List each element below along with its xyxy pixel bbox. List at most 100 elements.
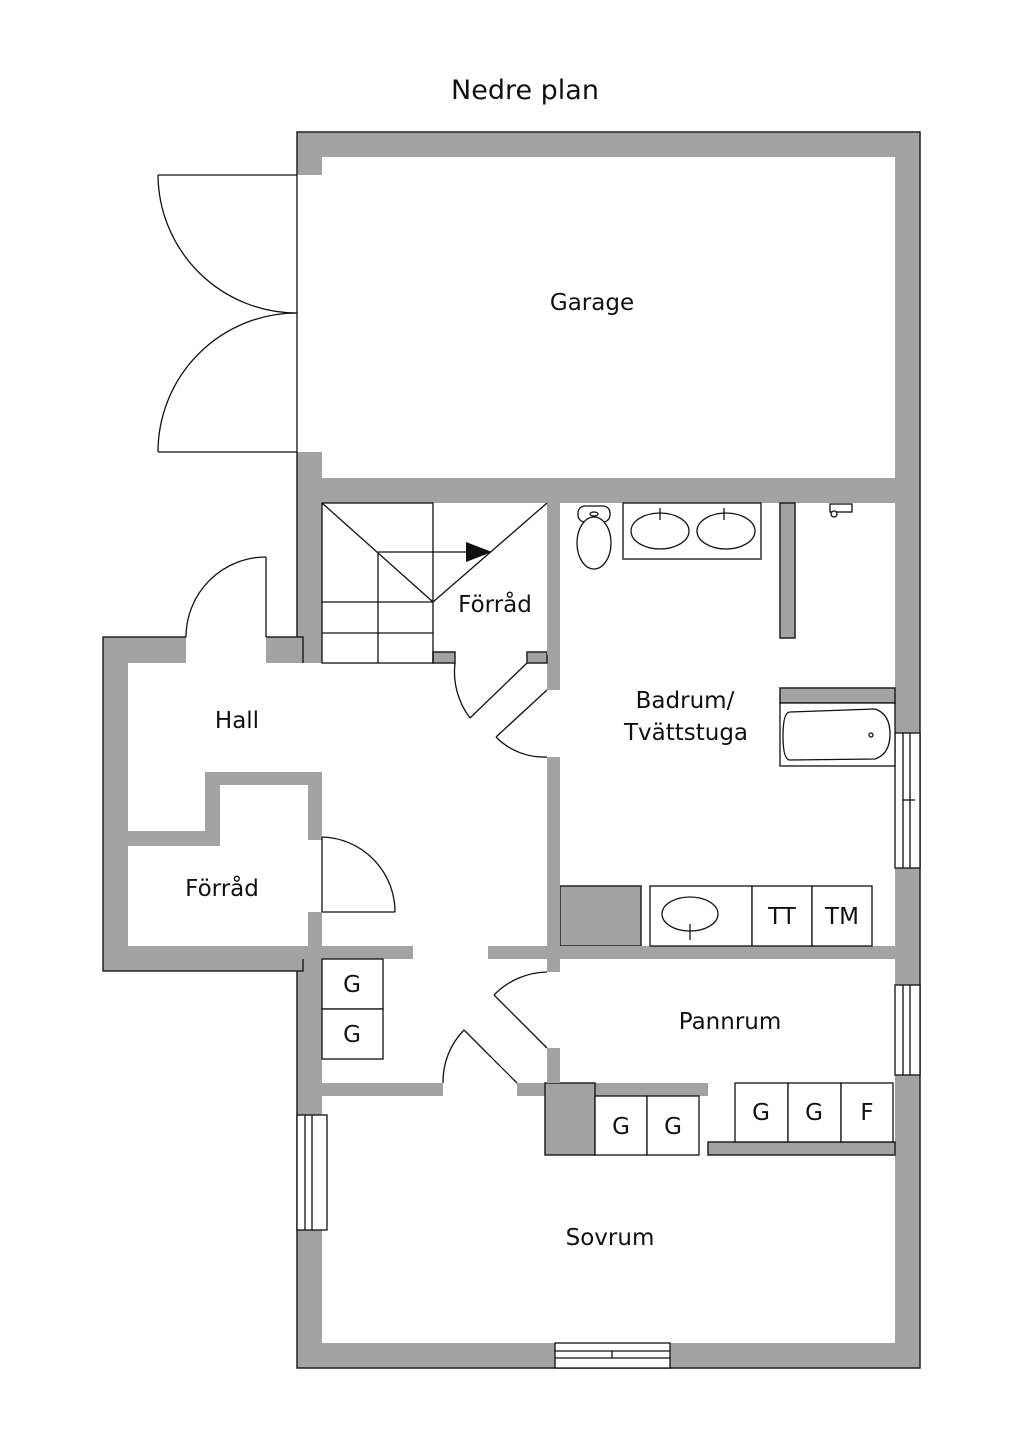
plan-line xyxy=(321,958,384,1010)
plan-line xyxy=(787,1082,842,1143)
plan-line xyxy=(297,946,413,959)
plan-line xyxy=(205,772,322,785)
bathroom-fixtures: TT TM xyxy=(576,502,896,947)
plan-line xyxy=(646,1095,700,1156)
plan-line xyxy=(432,651,456,664)
plan-line xyxy=(589,511,599,517)
closet-label: G xyxy=(752,1100,770,1126)
plan-line xyxy=(868,732,874,738)
plan-line xyxy=(734,1082,789,1143)
plan-line xyxy=(322,1083,443,1096)
plan-line xyxy=(495,689,548,738)
plan-line xyxy=(469,662,528,719)
plan-line xyxy=(321,502,434,603)
sink-icon xyxy=(696,512,756,550)
plan-line xyxy=(322,1155,895,1343)
bedroom-door xyxy=(442,1029,518,1084)
plan-line xyxy=(493,971,548,996)
plan-line xyxy=(322,157,895,478)
plan-line xyxy=(296,663,547,946)
plan-line xyxy=(894,984,921,1076)
room-label-bathroom-line2: Tvättstuga xyxy=(623,720,748,746)
plan-line xyxy=(830,510,838,518)
plan-line xyxy=(547,946,895,959)
plan-line xyxy=(488,946,547,959)
room-labels: Garage Förråd Hall Förråd Badrum/ Tvätts… xyxy=(185,290,781,1251)
staircase xyxy=(321,502,548,664)
plan-line xyxy=(840,1082,894,1143)
plan-line xyxy=(594,1095,648,1156)
plan-line xyxy=(220,785,308,846)
plan-line xyxy=(295,175,324,452)
closets: G G G G G G F xyxy=(321,958,894,1156)
plan-line xyxy=(308,912,322,946)
plan-line xyxy=(547,1048,560,1083)
plan-line xyxy=(306,840,324,912)
hall-storage-door xyxy=(321,836,396,913)
plan-line xyxy=(544,1082,596,1156)
plan-line xyxy=(157,312,298,453)
plan-line xyxy=(157,174,298,314)
plan-line xyxy=(547,757,560,972)
tumble-dryer xyxy=(751,885,813,947)
tumble-dryer-label: TT xyxy=(767,904,797,930)
plan-line xyxy=(779,687,896,704)
room-label-forrad: Förråd xyxy=(185,874,259,902)
bathroom-door xyxy=(495,689,548,758)
plan-line xyxy=(545,690,562,757)
shower-faucet-icon xyxy=(829,503,853,518)
entrance-door xyxy=(185,556,267,638)
closet-label: G xyxy=(612,1114,630,1140)
plan-line xyxy=(495,736,548,758)
plan-line xyxy=(443,1081,517,1098)
plan-line xyxy=(185,556,267,638)
room-label-pannrum: Pannrum xyxy=(679,1009,782,1035)
plan-line xyxy=(321,1008,384,1060)
room-label-forrad-stairs: Förråd xyxy=(458,590,532,618)
plan-line xyxy=(128,663,322,772)
plan-line xyxy=(453,662,471,719)
plan-line xyxy=(493,994,548,1049)
room-label-hall: Hall xyxy=(215,708,259,734)
plan-line xyxy=(559,885,642,947)
plan-line xyxy=(463,1029,518,1084)
plan-line xyxy=(545,972,562,1048)
plan-line xyxy=(186,635,266,665)
garage-double-door xyxy=(157,174,298,453)
doors xyxy=(157,174,548,1084)
closet-label: G xyxy=(805,1100,823,1126)
plan-line xyxy=(560,959,895,1083)
plan-line xyxy=(322,1096,545,1155)
closet-label: G xyxy=(343,972,361,998)
boiler-room-door xyxy=(493,971,548,1049)
plan-line xyxy=(442,1029,465,1084)
plan-line xyxy=(547,503,560,655)
room-label-bathroom-line1: Badrum/ xyxy=(636,688,735,714)
plan-line xyxy=(829,503,853,513)
plan-line xyxy=(413,944,488,962)
plan-line xyxy=(308,785,322,840)
plan-line xyxy=(128,846,308,946)
stair-arrow-icon xyxy=(466,542,492,562)
plan-line xyxy=(205,772,220,846)
plan-title: Nedre plan xyxy=(451,75,599,106)
plan-line xyxy=(455,650,527,665)
toilet-icon xyxy=(576,505,612,570)
plan-line xyxy=(576,516,612,570)
plan-line xyxy=(779,502,796,639)
windows xyxy=(296,732,921,1369)
room-label-sovrum: Sovrum xyxy=(566,1225,655,1251)
plan-line xyxy=(526,651,548,664)
storage-door xyxy=(453,662,528,719)
washing-machine-label: TM xyxy=(824,904,859,930)
plan-line xyxy=(128,831,220,846)
washing-machine xyxy=(811,885,873,947)
plan-line xyxy=(321,836,396,913)
room-label-garage: Garage xyxy=(550,290,634,316)
closet-label: G xyxy=(664,1114,682,1140)
room-floors xyxy=(128,157,896,1343)
plan-line xyxy=(128,772,205,831)
freezer-label: F xyxy=(860,1100,873,1126)
closet-label: G xyxy=(343,1022,361,1048)
